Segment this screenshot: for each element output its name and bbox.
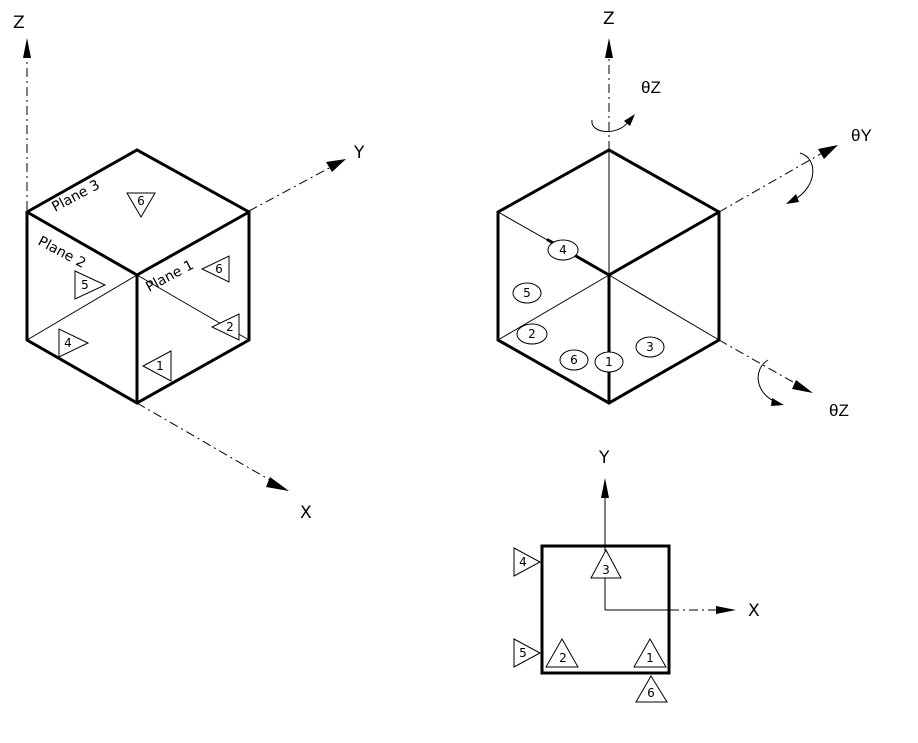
left-z-arrowhead bbox=[23, 38, 31, 58]
theta-y-arrowhead bbox=[786, 194, 799, 204]
svg-text:1: 1 bbox=[646, 651, 654, 665]
svg-text:2: 2 bbox=[559, 651, 567, 665]
left-marker-6-top: 6 bbox=[126, 192, 156, 218]
svg-text:5: 5 bbox=[519, 646, 527, 660]
right-x-axis bbox=[718, 339, 801, 387]
bottom-plan-view: Y X 3 4 5 2 1 6 bbox=[513, 448, 760, 703]
svg-text:6: 6 bbox=[570, 353, 578, 367]
left-cube-front-top-edge bbox=[25, 210, 139, 277]
plan-y-arrowhead bbox=[601, 478, 609, 498]
right-marker-1: 1 bbox=[594, 351, 624, 373]
plan-marker-3: 3 bbox=[590, 548, 622, 579]
left-y-axis bbox=[248, 165, 334, 212]
right-marker-3: 3 bbox=[635, 336, 665, 358]
plan-x-label: X bbox=[748, 601, 760, 621]
right-marker-2: 2 bbox=[516, 323, 548, 345]
right-marker-6: 6 bbox=[559, 349, 589, 371]
left-marker-2: 2 bbox=[210, 313, 240, 341]
right-z-arrowhead bbox=[605, 38, 613, 58]
left-marker-1: 1 bbox=[141, 350, 172, 382]
plan-marker-2: 2 bbox=[545, 637, 579, 668]
svg-text:4: 4 bbox=[519, 555, 527, 569]
left-marker-5: 5 bbox=[74, 270, 107, 300]
left-cube-outline bbox=[25, 148, 251, 405]
plane-2-label: Plane 2 bbox=[35, 233, 88, 271]
left-y-label: Y bbox=[353, 143, 365, 163]
plan-marker-6: 6 bbox=[635, 675, 668, 703]
right-z-label: Z bbox=[603, 9, 615, 29]
svg-text:1: 1 bbox=[605, 355, 613, 369]
left-marker-6-right: 6 bbox=[200, 255, 230, 283]
theta-y-label: θY bbox=[851, 126, 872, 145]
svg-text:5: 5 bbox=[523, 286, 531, 300]
right-cube-view: Z θZ θY θZ 4 5 bbox=[496, 9, 872, 420]
right-y-arrowhead bbox=[818, 145, 838, 159]
svg-text:2: 2 bbox=[528, 327, 536, 341]
left-hidden-edge-1 bbox=[26, 274, 138, 341]
left-cube-view: Z Y X Plane 3 Plane 2 Plane 1 6 6 5 bbox=[13, 13, 365, 523]
plan-x-arrowhead bbox=[716, 606, 736, 614]
left-x-axis bbox=[136, 402, 276, 484]
svg-text:4: 4 bbox=[64, 336, 72, 350]
theta-z-lower-label: θZ bbox=[829, 401, 849, 420]
svg-text:6: 6 bbox=[215, 262, 223, 276]
plan-marker-4: 4 bbox=[513, 547, 542, 577]
right-y-axis bbox=[718, 151, 825, 213]
svg-text:6: 6 bbox=[647, 686, 655, 700]
svg-text:3: 3 bbox=[602, 563, 610, 577]
theta-y-rotation-arc bbox=[793, 152, 814, 201]
svg-text:5: 5 bbox=[81, 278, 89, 292]
theta-z-top-arrowhead bbox=[624, 114, 635, 126]
right-marker-4: 4 bbox=[547, 239, 579, 261]
svg-text:3: 3 bbox=[646, 340, 654, 354]
plan-marker-5: 5 bbox=[513, 638, 542, 668]
left-x-label: X bbox=[300, 503, 312, 523]
left-z-label: Z bbox=[13, 13, 25, 33]
svg-text:4: 4 bbox=[559, 243, 567, 257]
left-x-arrowhead bbox=[266, 477, 289, 491]
svg-text:2: 2 bbox=[226, 320, 234, 334]
plan-y-label: Y bbox=[598, 448, 610, 468]
right-interior-left bbox=[497, 274, 610, 341]
svg-text:1: 1 bbox=[156, 359, 164, 373]
plan-square bbox=[540, 544, 671, 675]
left-y-arrowhead bbox=[326, 159, 346, 172]
left-marker-4: 4 bbox=[58, 328, 90, 358]
right-x-arrowhead bbox=[792, 380, 813, 393]
theta-z-top-label: θZ bbox=[641, 78, 661, 97]
right-interior-right bbox=[608, 274, 720, 341]
svg-text:6: 6 bbox=[137, 194, 145, 208]
right-cube-outline bbox=[496, 148, 721, 405]
left-cube-right-top-edge bbox=[135, 210, 251, 277]
theta-z-top-rotation-arc bbox=[591, 119, 629, 132]
plan-marker-1: 1 bbox=[633, 637, 667, 668]
plane-1-label: Plane 1 bbox=[143, 257, 196, 295]
right-marker-5: 5 bbox=[512, 282, 542, 304]
right-cube-front-edge-1 bbox=[607, 210, 721, 277]
theta-z-lower-arrowhead bbox=[771, 398, 784, 406]
theta-z-lower-rotation-arc bbox=[757, 359, 777, 403]
